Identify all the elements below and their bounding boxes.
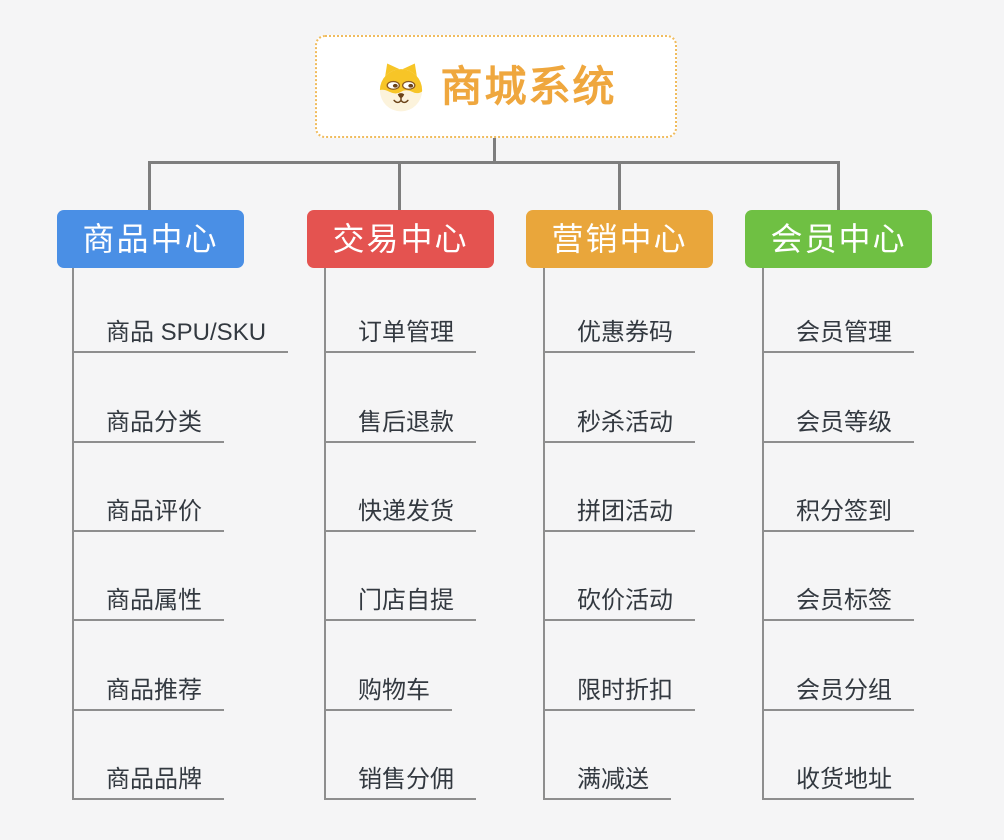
child-topic-label: 积分签到 xyxy=(796,498,892,525)
branch-node-4[interactable]: 会员中心 xyxy=(745,210,932,268)
child-topic[interactable]: 售后退款 xyxy=(324,399,476,443)
root-topic-label: 商城系统 xyxy=(440,62,617,110)
child-topic-label: 商品属性 xyxy=(106,587,202,614)
child-topic-label: 门店自提 xyxy=(358,587,454,614)
child-topic-label: 快递发货 xyxy=(358,498,454,525)
branch-label: 交易中心 xyxy=(332,221,469,257)
child-topic[interactable]: 快递发货 xyxy=(324,488,476,532)
child-topic-label: 购物车 xyxy=(358,677,430,704)
child-topic[interactable]: 积分签到 xyxy=(762,488,914,532)
branch-child-line xyxy=(762,268,764,800)
child-topic-label: 商品品牌 xyxy=(106,766,202,793)
branch-child-line xyxy=(324,268,326,800)
child-topic-label: 商品推荐 xyxy=(106,677,202,704)
child-topic[interactable]: 门店自提 xyxy=(324,577,476,621)
child-topic[interactable]: 商品品牌 xyxy=(72,756,224,800)
child-topic[interactable]: 优惠券码 xyxy=(543,309,695,353)
child-topic[interactable]: 满减送 xyxy=(543,756,671,800)
child-topic-label: 会员标签 xyxy=(796,587,892,614)
child-topic[interactable]: 销售分佣 xyxy=(324,756,476,800)
branch-child-line xyxy=(72,268,74,800)
connector-branch-drop xyxy=(398,161,401,210)
child-topic-label: 商品分类 xyxy=(106,409,202,436)
child-topic-label: 满减送 xyxy=(577,766,649,793)
branch-label: 商品中心 xyxy=(82,221,219,257)
connector-root-stem xyxy=(493,138,496,163)
child-topic[interactable]: 会员管理 xyxy=(762,309,914,353)
connector-horizontal-bar xyxy=(148,161,840,164)
child-topic[interactable]: 秒杀活动 xyxy=(543,399,695,443)
root-topic[interactable]: 商城系统 xyxy=(315,35,677,138)
connector-branch-drop xyxy=(148,161,151,210)
child-topic-label: 售后退款 xyxy=(358,409,454,436)
child-topic[interactable]: 拼团活动 xyxy=(543,488,695,532)
child-topic-label: 优惠券码 xyxy=(577,319,673,346)
child-topic-label: 销售分佣 xyxy=(358,766,454,793)
branch-node-3[interactable]: 营销中心 xyxy=(526,210,713,268)
child-topic-label: 会员管理 xyxy=(796,319,892,346)
child-topic-label: 砍价活动 xyxy=(577,587,673,614)
child-topic[interactable]: 商品评价 xyxy=(72,488,224,532)
child-topic[interactable]: 商品推荐 xyxy=(72,667,224,711)
dog-face-icon xyxy=(375,61,427,113)
connector-branch-drop xyxy=(837,161,840,210)
child-topic[interactable]: 限时折扣 xyxy=(543,667,695,711)
child-topic-label: 商品 SPU/SKU xyxy=(106,319,267,346)
child-topic-label: 限时折扣 xyxy=(577,677,673,704)
child-topic[interactable]: 商品 SPU/SKU xyxy=(72,309,289,353)
branch-node-1[interactable]: 商品中心 xyxy=(57,210,244,268)
connector-branch-drop xyxy=(618,161,621,210)
child-topic-label: 拼团活动 xyxy=(577,498,673,525)
child-topic-label: 会员分组 xyxy=(796,677,892,704)
child-topic[interactable]: 会员标签 xyxy=(762,577,914,621)
branch-label: 营销中心 xyxy=(551,221,688,257)
branch-child-line xyxy=(543,268,545,800)
child-topic[interactable]: 会员分组 xyxy=(762,667,914,711)
child-topic[interactable]: 收货地址 xyxy=(762,756,914,800)
child-topic[interactable]: 商品分类 xyxy=(72,399,224,443)
child-topic-label: 收货地址 xyxy=(796,766,892,793)
child-topic[interactable]: 商品属性 xyxy=(72,577,224,621)
child-topic-label: 订单管理 xyxy=(358,319,454,346)
child-topic[interactable]: 购物车 xyxy=(324,667,452,711)
child-topic-label: 商品评价 xyxy=(106,498,202,525)
branch-node-2[interactable]: 交易中心 xyxy=(307,210,494,268)
child-topic[interactable]: 会员等级 xyxy=(762,399,914,443)
branch-label: 会员中心 xyxy=(770,221,907,257)
child-topic-label: 会员等级 xyxy=(796,409,892,436)
child-topic[interactable]: 订单管理 xyxy=(324,309,476,353)
child-topic[interactable]: 砍价活动 xyxy=(543,577,695,621)
child-topic-label: 秒杀活动 xyxy=(577,409,673,436)
